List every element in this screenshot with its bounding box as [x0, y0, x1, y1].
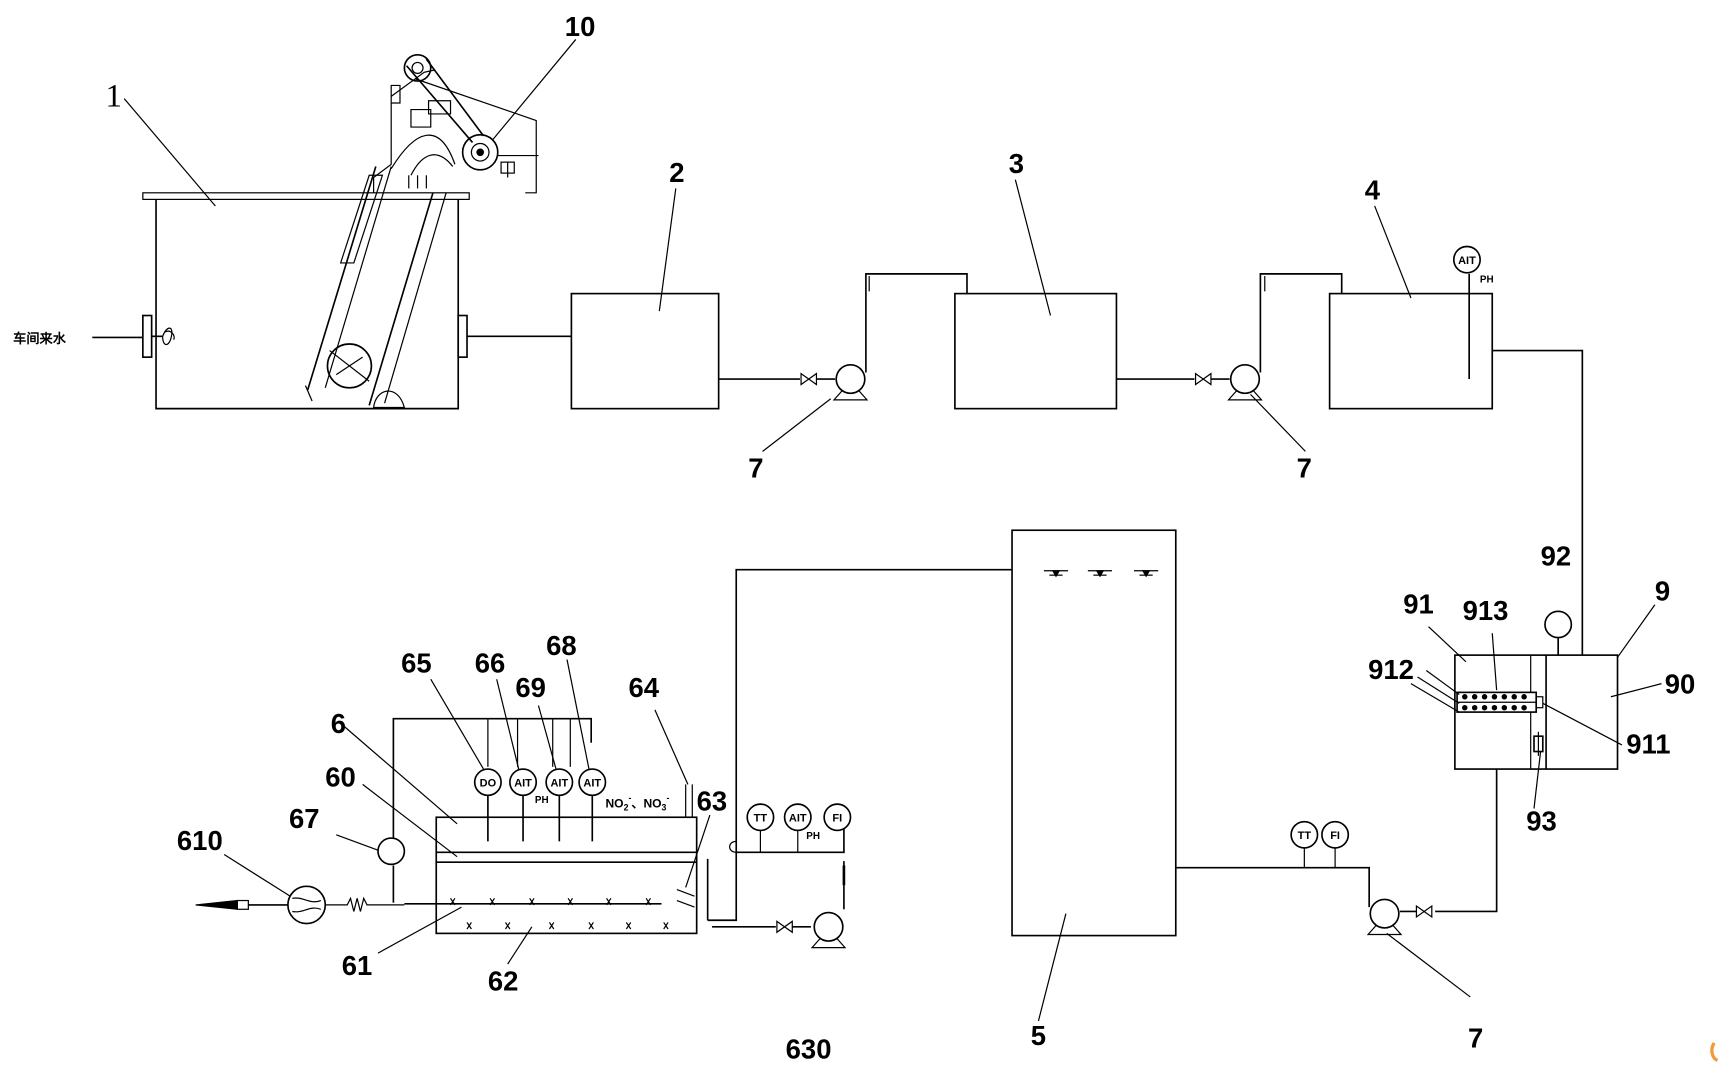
label-630: 630 [786, 1033, 832, 1064]
svg-text:AIT: AIT [583, 778, 601, 790]
tank-5 [1011, 529, 1177, 937]
label-65: 65 [401, 648, 432, 679]
pump-630 [811, 911, 846, 949]
tank-3 [954, 292, 1118, 410]
label-3: 3 [1009, 148, 1024, 179]
pump-7-c [1367, 898, 1402, 936]
label-93: 93 [1526, 805, 1557, 836]
label-911: 911 [1626, 729, 1670, 760]
ait-ph-gauge-tank-4: AIT PH [1452, 245, 1494, 286]
tank-4 [1328, 292, 1494, 410]
label-61: 61 [342, 950, 373, 981]
svg-text:PH: PH [535, 795, 549, 806]
label-5: 5 [1031, 1020, 1046, 1051]
label-6: 6 [331, 708, 346, 739]
label-60: 60 [325, 762, 356, 793]
fi-gauge-unit-6: FI [832, 813, 842, 825]
label-9: 9 [1655, 575, 1670, 606]
label-10: 10 [565, 11, 596, 42]
label-913: 913 [1463, 595, 1509, 626]
svg-text:DO: DO [480, 778, 497, 790]
fi-gauge-unit-5: FI [1330, 830, 1340, 842]
reactor-6 [392, 717, 709, 935]
svg-text:FI: FI [832, 813, 842, 825]
label-64: 64 [629, 672, 660, 703]
svg-text:AIT: AIT [550, 778, 568, 790]
ait-ph-gauge-unit-6: AIT PH [789, 813, 820, 843]
svg-text:AIT: AIT [514, 778, 532, 790]
label-2: 2 [669, 157, 684, 188]
ait-ph-gauge-66: AIT PH [514, 778, 548, 806]
label-69: 69 [515, 672, 546, 703]
svg-text:PH: PH [1480, 275, 1494, 286]
label-7-b: 7 [1297, 453, 1312, 484]
label-90: 90 [1665, 669, 1696, 700]
svg-text:AIT: AIT [789, 813, 807, 825]
label-912: 912 [1368, 654, 1414, 685]
svg-text:NO2-、NO3-: NO2-、NO3- [605, 793, 669, 813]
svg-text:TT: TT [754, 813, 768, 825]
label-610: 610 [177, 825, 223, 856]
ait-gauge-68: AIT [583, 778, 601, 790]
svg-text:AIT: AIT [1458, 255, 1476, 267]
pump-7-b [1227, 363, 1263, 401]
tank-2 [570, 292, 720, 410]
nitrite-nitrate-label: NO2-、NO3- [605, 793, 669, 813]
edge-mark [1710, 1042, 1719, 1062]
rotary-screen-machine-10 [304, 53, 539, 409]
label-7-a: 7 [748, 453, 763, 484]
tt-gauge-unit-5: TT [1298, 830, 1312, 842]
do-gauge-65: DO [480, 778, 497, 790]
tt-gauge-unit-6: TT [754, 813, 768, 825]
svg-text:TT: TT [1298, 830, 1312, 842]
svg-text:FI: FI [1330, 830, 1340, 842]
label-91: 91 [1403, 589, 1434, 620]
svg-text:PH: PH [806, 831, 820, 842]
label-92: 92 [1541, 540, 1572, 571]
label-66: 66 [475, 648, 506, 679]
blower-610 [195, 885, 405, 925]
label-4: 4 [1365, 174, 1381, 205]
label-68: 68 [546, 630, 577, 661]
label-7-c: 7 [1468, 1022, 1483, 1053]
pump-7-a [833, 363, 868, 401]
label-63: 63 [697, 786, 728, 817]
label-1: 1 [105, 78, 121, 114]
tank-1-screen [92, 53, 572, 410]
unit-9 [1435, 610, 1619, 913]
label-67: 67 [289, 803, 320, 834]
ait-gauge-69: AIT [550, 778, 568, 790]
label-62: 62 [488, 965, 519, 996]
inlet-label: 车间来水 [13, 330, 67, 347]
